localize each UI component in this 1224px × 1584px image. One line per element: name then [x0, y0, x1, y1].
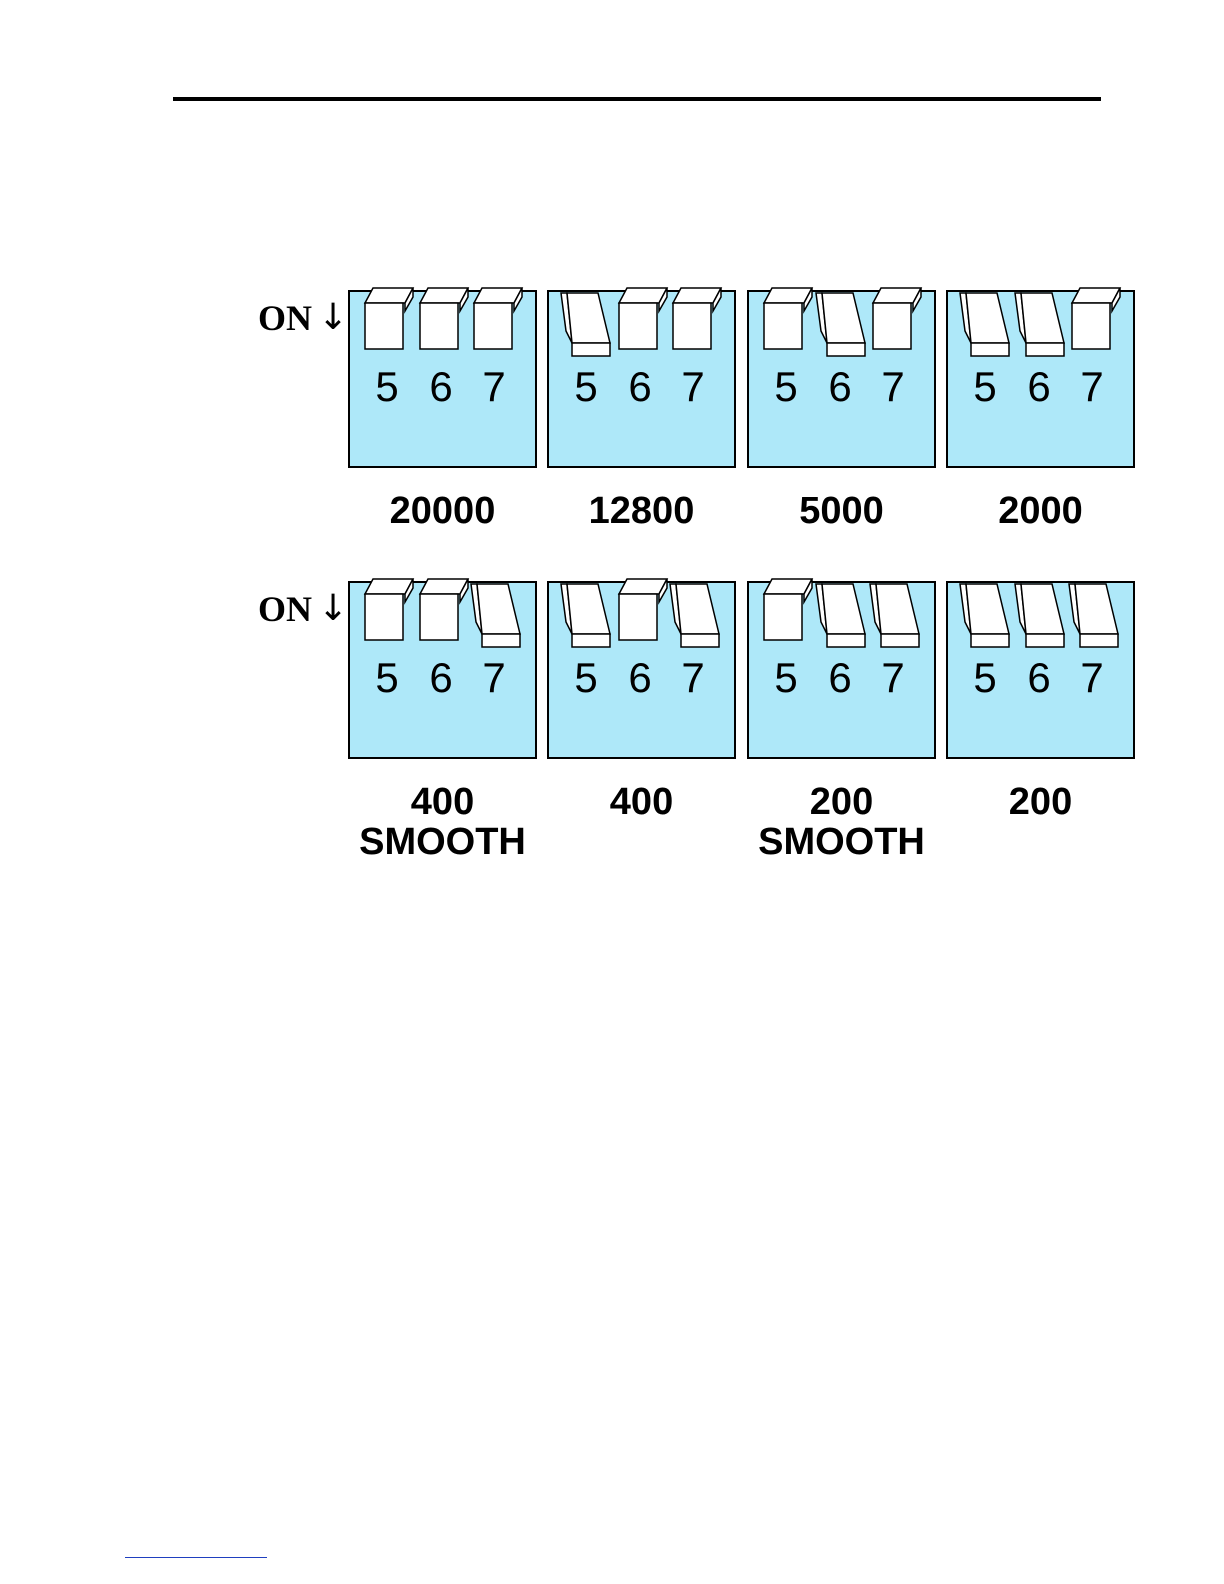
resolution-value: 200	[1009, 781, 1072, 823]
lever-base	[482, 634, 520, 647]
switch-number: 7	[881, 654, 904, 701]
resolution-value: 20000	[390, 490, 496, 532]
switch-number: 7	[881, 363, 904, 410]
switch-number: 5	[574, 363, 597, 410]
lever-front	[420, 303, 458, 349]
switch-number: 6	[828, 363, 851, 410]
resolution-value: 12800	[589, 490, 695, 532]
lever-base	[681, 634, 719, 647]
resolution-value: 200	[810, 781, 873, 823]
lever-front	[365, 594, 403, 640]
switch-number: 7	[1080, 654, 1103, 701]
switch-number: 7	[681, 654, 704, 701]
switch-number: 5	[774, 654, 797, 701]
lever-front	[420, 594, 458, 640]
switch-number: 6	[828, 654, 851, 701]
lever-base	[827, 343, 865, 356]
switch-number: 6	[429, 363, 452, 410]
switch-number: 6	[1027, 363, 1050, 410]
down-arrow-icon: ↓	[318, 297, 348, 338]
switch-number: 7	[482, 363, 505, 410]
down-arrow-icon: ↓	[318, 588, 348, 629]
mode-label: SMOOTH	[758, 821, 925, 863]
lever-front	[1072, 303, 1110, 349]
lever-base	[971, 634, 1009, 647]
lever-front	[873, 303, 911, 349]
lever-front	[619, 303, 657, 349]
switch-number: 7	[1080, 363, 1103, 410]
switch-number: 6	[628, 654, 651, 701]
resolution-value: 400	[411, 781, 474, 823]
switch-number: 7	[681, 363, 704, 410]
lever-base	[572, 343, 610, 356]
lever-base	[881, 634, 919, 647]
switch-number: 5	[574, 654, 597, 701]
footer-rule	[125, 1557, 267, 1558]
lever-front	[764, 594, 802, 640]
resolution-value: 2000	[998, 490, 1083, 532]
switch-number: 6	[628, 363, 651, 410]
lever-front	[673, 303, 711, 349]
on-label: ON	[258, 298, 312, 338]
lever-front	[619, 594, 657, 640]
switch-number: 5	[973, 654, 996, 701]
switch-number: 6	[1027, 654, 1050, 701]
lever-base	[572, 634, 610, 647]
switch-number: 5	[375, 654, 398, 701]
resolution-value: 5000	[799, 490, 884, 532]
switch-number: 6	[429, 654, 452, 701]
lever-front	[764, 303, 802, 349]
mode-label: SMOOTH	[359, 821, 526, 863]
lever-front	[474, 303, 512, 349]
lever-base	[971, 343, 1009, 356]
switch-number: 7	[482, 654, 505, 701]
lever-base	[1026, 343, 1064, 356]
lever-front	[365, 303, 403, 349]
switch-number: 5	[375, 363, 398, 410]
switch-number: 5	[973, 363, 996, 410]
lever-base	[1080, 634, 1118, 647]
resolution-value: 400	[610, 781, 673, 823]
lever-base	[1026, 634, 1064, 647]
on-label: ON	[258, 589, 312, 629]
switch-number: 5	[774, 363, 797, 410]
lever-base	[827, 634, 865, 647]
